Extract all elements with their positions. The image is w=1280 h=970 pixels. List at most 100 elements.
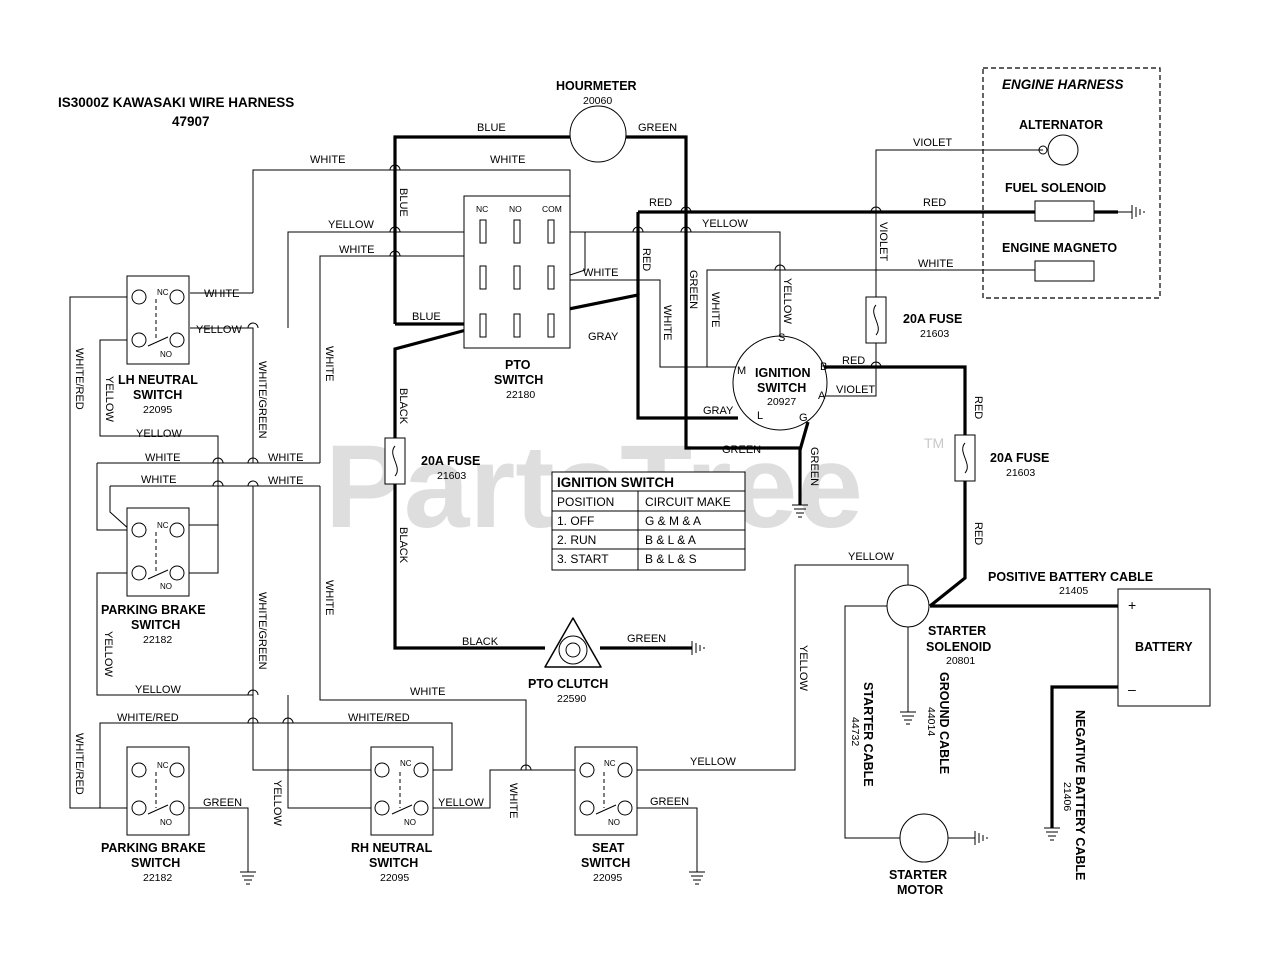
- starter-solenoid-symbol: [886, 584, 930, 628]
- wire-label: WHITE: [204, 288, 239, 300]
- pto-com-label: COM: [542, 204, 562, 214]
- seat-switch: NC NO: [574, 746, 638, 836]
- wire-label: RED: [923, 197, 946, 209]
- fuse-pto: [384, 437, 406, 485]
- fuse-battery-label: 20A FUSE: [990, 451, 1049, 465]
- wire-label: WHITE: [323, 580, 335, 615]
- starter-solenoid-label-2: SOLENOID: [926, 640, 991, 654]
- ignition-table-row-position: 3. START: [557, 552, 609, 566]
- starter-solenoid-label-1: STARTER: [928, 624, 986, 638]
- positive-cable-label: POSITIVE BATTERY CABLE: [988, 570, 1153, 584]
- starter-cable-label: STARTER CABLE: [861, 682, 875, 787]
- wire-label: YELLOW: [196, 324, 242, 336]
- wire-label: GRAY: [703, 405, 734, 417]
- wire-label: WHITE: [490, 154, 525, 166]
- ground-cable-label: GROUND CABLE: [937, 672, 951, 774]
- wire-label: RED: [649, 197, 672, 209]
- wire-label: YELLOW: [328, 219, 374, 231]
- diagram-title: IS3000Z KAWASAKI WIRE HARNESS: [58, 95, 294, 110]
- engine-magneto-symbol: [1034, 260, 1095, 282]
- pto-switch-label-2: SWITCH: [494, 373, 543, 387]
- fuse-battery-part: 21603: [1006, 467, 1035, 479]
- starter-motor-label-1: STARTER: [889, 868, 947, 882]
- fuse-ignition-part: 21603: [920, 328, 949, 340]
- lh-neutral-label-1: LH NEUTRAL: [118, 373, 198, 387]
- ignition-switch-symbol: [732, 335, 828, 431]
- parking-brake-1-label-1: PARKING BRAKE: [101, 603, 206, 617]
- wire-label: GREEN: [722, 444, 761, 456]
- wire-label: RED: [972, 396, 984, 419]
- wire-label: WHITE: [410, 686, 445, 698]
- engine-harness-title: ENGINE HARNESS: [1002, 77, 1124, 92]
- lh-neutral-part: 22095: [143, 404, 172, 416]
- wire-label: GREEN: [650, 796, 689, 808]
- parking-brake-1-part: 22182: [143, 634, 172, 646]
- fuse-ignition-label: 20A FUSE: [903, 312, 962, 326]
- wire-label: WHITE: [709, 292, 721, 327]
- pb2-no: NO: [160, 818, 172, 827]
- ignition-table-row-circuit: G & M & A: [645, 514, 701, 528]
- ignition-table-row-position: 1. OFF: [557, 514, 594, 528]
- heavy-wires: [393, 135, 1118, 828]
- battery-minus: –: [1128, 681, 1136, 697]
- fuse-battery: [954, 434, 976, 482]
- wire-label: WHITE/GREEN: [256, 592, 268, 670]
- thin-wires: [69, 136, 1043, 872]
- pb1-nc: NC: [157, 521, 169, 530]
- starter-motor-label-2: MOTOR: [897, 883, 943, 897]
- parking-brake-1-label-2: SWITCH: [131, 618, 180, 632]
- rh-no: NO: [404, 818, 416, 827]
- ign-terminal-l: L: [757, 410, 763, 422]
- fuse-ignition: [865, 296, 887, 344]
- engine-harness-box: [982, 67, 1161, 299]
- wire-label: GREEN: [687, 270, 699, 309]
- hourmeter-label: HOURMETER: [556, 79, 637, 93]
- rh-neutral-label-1: RH NEUTRAL: [351, 841, 433, 855]
- wire-label: GREEN: [203, 797, 242, 809]
- fuel-solenoid-symbol: [1034, 200, 1095, 222]
- ign-terminal-s: S: [778, 332, 785, 344]
- hourmeter-symbol: [569, 105, 627, 163]
- lh-nc: NC: [157, 288, 169, 297]
- parking-brake-switch-1: NC NO: [126, 507, 190, 597]
- wire-label: YELLOW: [781, 278, 793, 324]
- wire-label: RED: [640, 248, 652, 271]
- wire-label: WHITE: [145, 452, 180, 464]
- wire-label: WHITE/RED: [348, 712, 410, 724]
- wire-label: YELLOW: [702, 218, 748, 230]
- rh-neutral-label-2: SWITCH: [369, 856, 418, 870]
- wire-label: GREEN: [638, 122, 677, 134]
- lh-neutral-label-2: SWITCH: [133, 388, 182, 402]
- fuse-pto-label: 20A FUSE: [421, 454, 480, 468]
- wire-color-labels: BLUE GREEN WHITE WHITE YELLOW WHITE WHIT…: [117, 122, 953, 809]
- parking-brake-2-part: 22182: [143, 872, 172, 884]
- seat-switch-label-2: SWITCH: [581, 856, 630, 870]
- rh-nc: NC: [400, 759, 412, 768]
- battery-label: BATTERY: [1135, 640, 1193, 654]
- parking-brake-2-label-2: SWITCH: [131, 856, 180, 870]
- fuel-solenoid-label: FUEL SOLENOID: [1005, 181, 1106, 195]
- wire-label: GRAY: [588, 331, 619, 343]
- wire-label: YELLOW: [103, 376, 115, 422]
- wire-label: YELLOW: [797, 645, 809, 691]
- parking-brake-2-label-1: PARKING BRAKE: [101, 841, 206, 855]
- wire-label: YELLOW: [438, 797, 484, 809]
- negative-cable-label: NEGATIVE BATTERY CABLE: [1073, 710, 1087, 880]
- wire-label: WHITE: [507, 783, 519, 818]
- ground-cable-part: 44014: [925, 707, 937, 736]
- negative-cable-part: 21406: [1061, 782, 1073, 811]
- pb2-nc: NC: [157, 761, 169, 770]
- wire-label: BLUE: [477, 122, 506, 134]
- wire-label: VIOLET: [877, 222, 889, 261]
- rh-neutral-part: 22095: [380, 872, 409, 884]
- wire-label: WHITE/GREEN: [256, 361, 268, 439]
- wire-label: WHITE: [661, 305, 673, 340]
- wire-label: YELLOW: [848, 551, 894, 563]
- wire-label: WHITE/RED: [73, 733, 85, 795]
- ignition-switch-label-1: IGNITION: [755, 366, 811, 380]
- ignition-table-header-circuit: CIRCUIT MAKE: [645, 495, 731, 509]
- wire-label: VIOLET: [913, 137, 952, 149]
- seat-switch-part: 22095: [593, 872, 622, 884]
- ign-terminal-b: B: [820, 361, 827, 373]
- lh-no: NO: [160, 350, 172, 359]
